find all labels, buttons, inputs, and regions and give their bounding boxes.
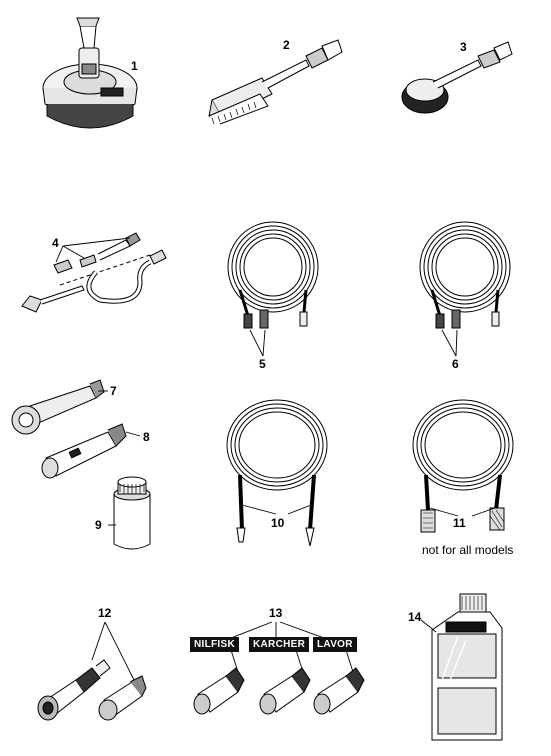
part-number-13: 13 [269, 606, 283, 620]
spray-nozzle-icon [11, 379, 105, 435]
part-number-14: 14 [408, 610, 422, 624]
hose-with-connectors-icon [227, 221, 319, 329]
brand-label-karcher: KARCHER [249, 637, 310, 652]
part-number-8: 8 [143, 430, 150, 444]
part-number-6: 6 [452, 357, 459, 371]
part-number-4: 4 [52, 236, 59, 250]
part-number-2: 2 [283, 38, 290, 52]
part-number-5: 5 [259, 357, 266, 371]
brand-label-lavor: LAVOR [313, 637, 357, 652]
part-number-3: 3 [460, 40, 467, 54]
patio-cleaner-icon [42, 17, 138, 129]
round-brush-icon [401, 41, 513, 114]
hose-with-fittings-icon [412, 399, 514, 533]
turbo-nozzle-icon [41, 423, 127, 479]
hose-with-connectors-icon [419, 221, 511, 329]
detergent-bottle-icon [431, 593, 503, 741]
couplings-icon [37, 659, 147, 721]
part-number-9: 9 [95, 518, 102, 532]
part-number-12: 12 [98, 606, 112, 620]
part-number-10: 10 [271, 516, 285, 530]
brand-adapters-icon [193, 667, 365, 715]
note-not-for-all-models: not for all models [422, 543, 514, 557]
brand-label-nilfisk: NILFISK [190, 637, 239, 652]
adapter-cup-icon [113, 476, 151, 550]
wash-brush-icon [208, 39, 343, 125]
lance-kit-icon [21, 232, 167, 313]
part-number-7: 7 [110, 384, 117, 398]
part-number-11: 11 [453, 516, 466, 530]
hose-icon [226, 399, 328, 547]
part-number-1: 1 [131, 59, 138, 73]
